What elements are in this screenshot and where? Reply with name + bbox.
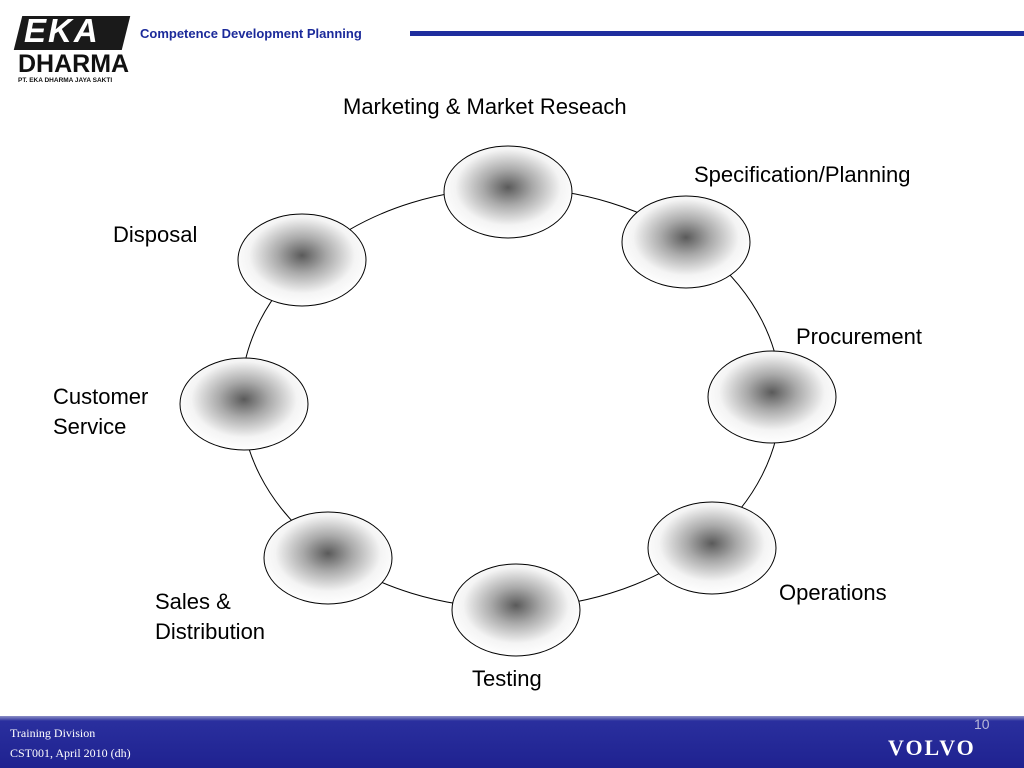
header-title: Competence Development Planning	[140, 26, 362, 41]
label-procurement: Procurement	[796, 324, 922, 349]
node-specification	[621, 195, 751, 289]
logo-tagline: PT. EKA DHARMA JAYA SAKTI	[18, 77, 113, 84]
label-specification: Specification/Planning	[694, 162, 911, 187]
node-customer-service	[179, 357, 309, 451]
logo-bottom-text: DHARMA	[18, 50, 130, 78]
footer-division: Training Division	[10, 726, 96, 740]
label-disposal: Disposal	[113, 222, 198, 247]
label-customer-service-line1: Customer	[53, 384, 149, 409]
volvo-logo: VOLVO	[888, 735, 976, 760]
node-testing	[451, 563, 581, 657]
page-number: 10	[974, 716, 990, 732]
label-customer-service-line2: Service	[53, 414, 127, 439]
logo-top-text: EKA	[24, 12, 100, 49]
diagram-title: Marketing & Market Reseach	[343, 94, 627, 119]
node-marketing	[443, 145, 573, 239]
footer-bar: Training Division CST001, April 2010 (dh…	[0, 716, 1024, 768]
label-sales-line2: Distribution	[155, 619, 266, 644]
eka-dharma-logo: EKA DHARMA PT. EKA DHARMA JAYA SAKTI	[13, 12, 131, 88]
label-testing: Testing	[472, 666, 542, 691]
node-sales	[263, 511, 393, 605]
footer-code: CST001, April 2010 (dh)	[10, 746, 131, 760]
node-disposal	[237, 213, 367, 307]
label-operations: Operations	[779, 580, 887, 605]
label-sales-line1: Sales &	[155, 589, 231, 614]
lifecycle-diagram	[179, 145, 837, 657]
header-rule	[410, 31, 1024, 36]
node-operations	[647, 501, 777, 595]
node-procurement	[707, 350, 837, 444]
